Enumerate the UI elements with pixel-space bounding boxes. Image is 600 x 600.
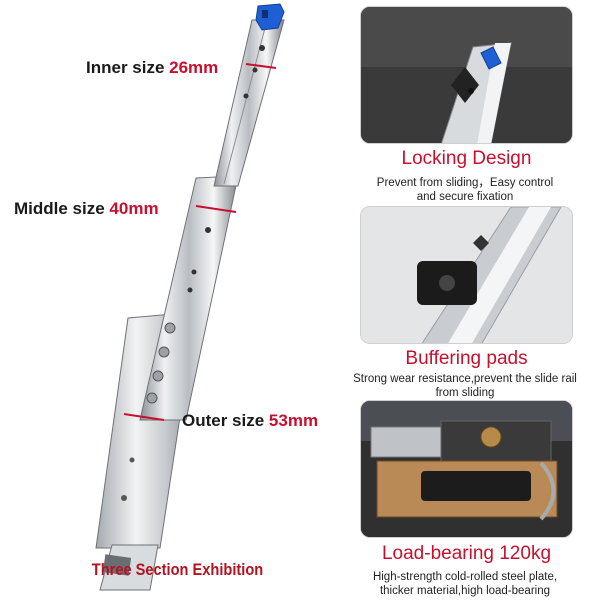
middle-size-label: Middle size 40mm (14, 199, 159, 219)
inner-size-value: 26mm (169, 58, 219, 77)
inner-rail (213, 19, 285, 187)
outer-size-text: Outer size (182, 411, 269, 430)
three-section-caption: Three Section Exhibition (91, 560, 264, 579)
middle-size-value: 40mm (109, 199, 159, 218)
load-bearing-photo (360, 400, 573, 538)
lock-lever-icon (255, 3, 285, 31)
outer-size-label: Outer size 53mm (182, 411, 318, 431)
feature-desc-buffering: Strong wear resistance,prevent the slide… (340, 372, 590, 400)
inner-size-marker (245, 63, 277, 69)
middle-size-marker (195, 205, 237, 213)
feature-title-buffering: Buffering pads (405, 348, 528, 369)
feature-desc-load-line2: thicker material,high load-bearing (379, 585, 551, 597)
middle-size-text: Middle size (14, 199, 110, 218)
feature-desc-locking-line1: Prevent from sliding，Easy control (376, 177, 554, 189)
feature-title-locking: Locking Design (401, 148, 532, 169)
feature-desc-load-bearing: High-strength cold-rolled steel plate, t… (340, 570, 590, 598)
feature-desc-load-line1: High-strength cold-rolled steel plate, (372, 571, 558, 583)
locking-design-photo (360, 6, 573, 144)
inner-size-text: Inner size (86, 58, 170, 77)
feature-desc-buffering-line1: Strong wear resistance,prevent the slide… (353, 373, 577, 385)
feature-title-load-bearing: Load-bearing 120kg (381, 543, 552, 564)
feature-desc-locking: Prevent from sliding，Easy control and se… (340, 176, 590, 204)
feature-desc-locking-line2: and secure fixation (416, 191, 514, 203)
slide-rail-illustration (95, 3, 285, 591)
feature-desc-buffering-line2: from sliding (435, 387, 495, 399)
outer-size-marker (123, 413, 165, 421)
buffering-pads-photo (360, 206, 573, 344)
outer-size-value: 53mm (268, 411, 319, 430)
inner-size-label: Inner size 26mm (86, 58, 218, 78)
